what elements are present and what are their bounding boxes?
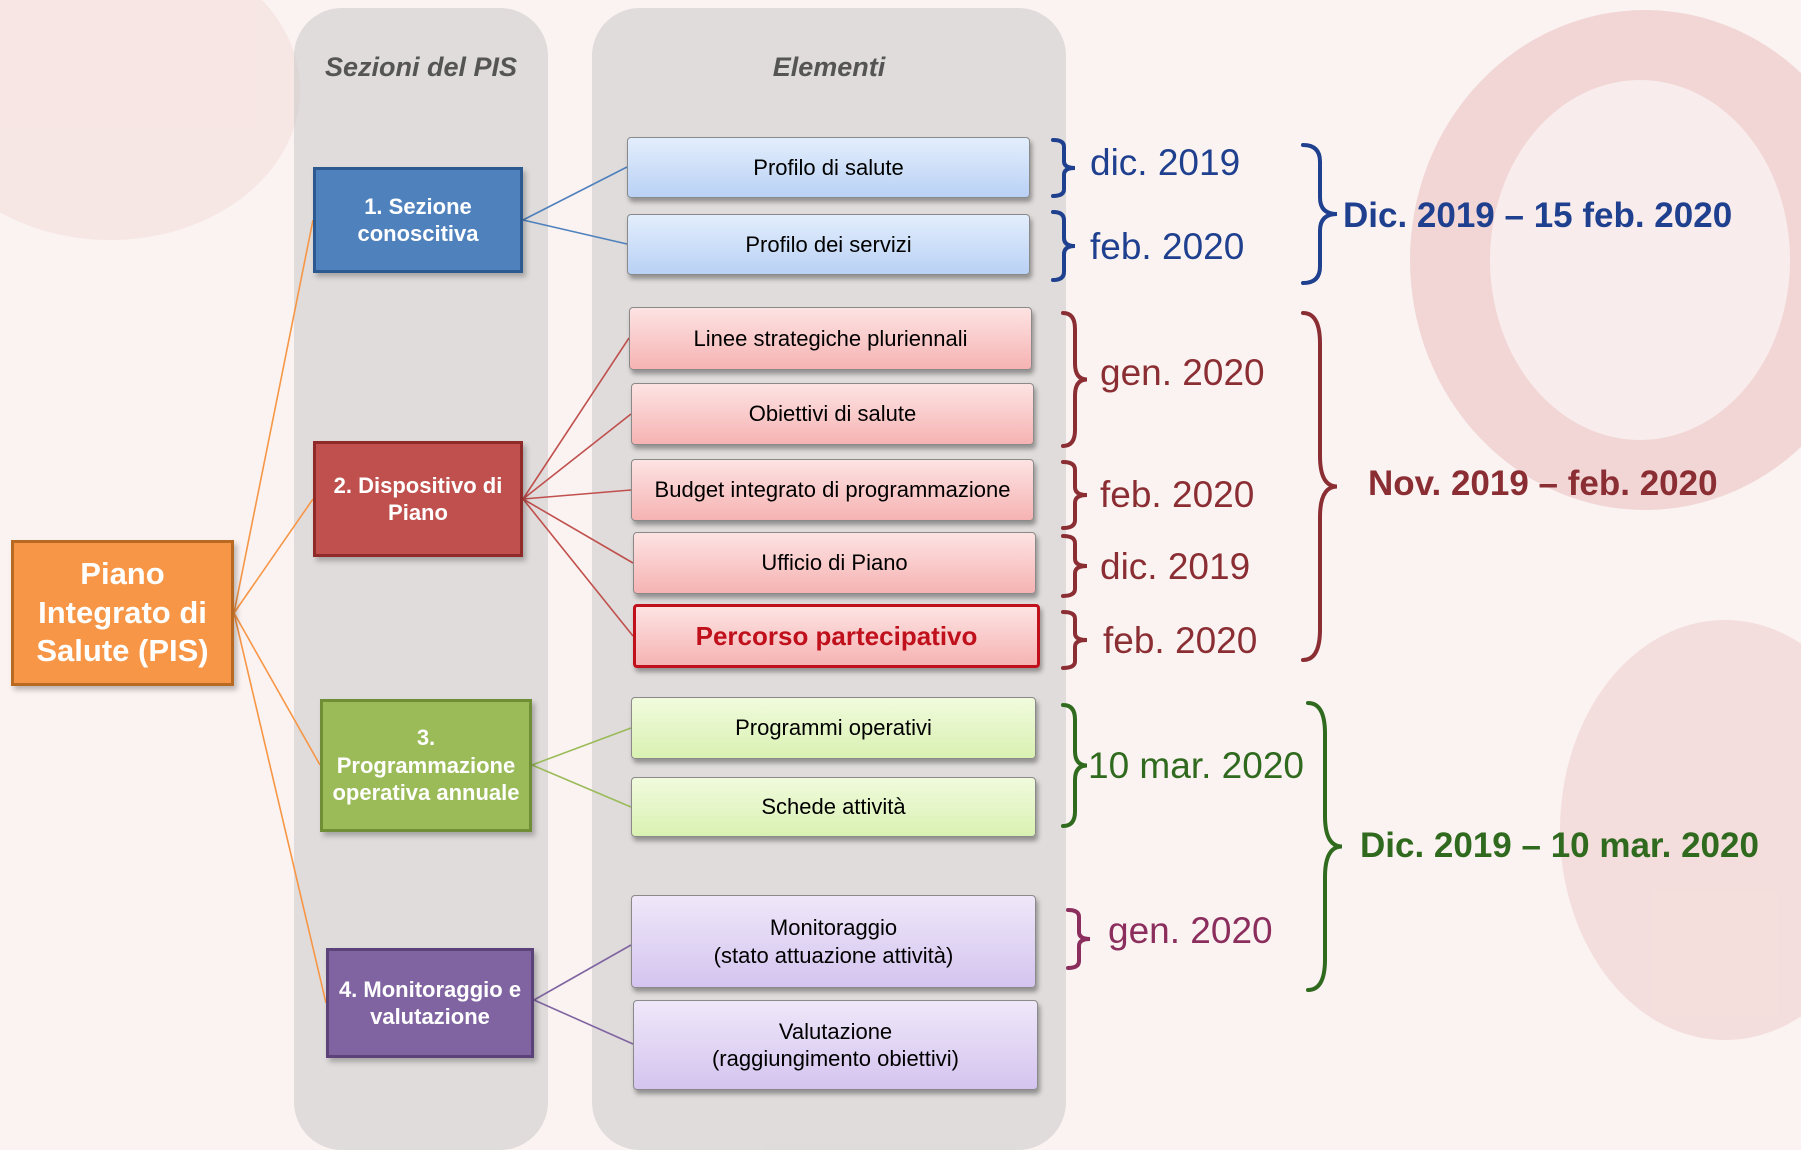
label-line: Profilo di salute	[753, 154, 904, 180]
label-line: Programmi operativi	[735, 715, 932, 741]
brace-icon	[1061, 703, 1088, 828]
period-label-dispositivo: Nov. 2019 – feb. 2020	[1368, 464, 1718, 503]
background-watermark	[1490, 80, 1790, 440]
section-to-element-connector	[531, 727, 632, 766]
label-line: 2. Dispositivo di	[333, 472, 503, 498]
label-line: Profilo dei servizi	[745, 231, 912, 257]
label-line: Linee strategiche pluriennali	[693, 325, 968, 351]
element-ufficio-piano: Ufficio di Piano	[633, 532, 1036, 594]
label-line: Programmazione	[336, 752, 516, 778]
element-percorso-partecipativo: Percorso partecipativo	[633, 604, 1040, 668]
section-to-element-connector	[522, 219, 628, 245]
date-label: feb. 2020	[1100, 474, 1255, 515]
brace-icon	[1061, 610, 1088, 670]
label-text: Percorso partecipativo	[696, 620, 978, 653]
date-label: gen. 2020	[1108, 910, 1273, 951]
brace-icon	[1051, 138, 1076, 198]
label-text: Budget integrato di programmazione	[655, 476, 1011, 504]
section-to-element-connector	[522, 413, 632, 500]
elements-column-header: Elementi	[772, 52, 886, 82]
section-to-element-connector	[533, 999, 634, 1045]
label-line: Piano	[80, 555, 165, 591]
root-to-section-connector	[233, 498, 314, 614]
date-label: feb. 2020	[1090, 226, 1245, 267]
section-to-element-connector	[531, 764, 632, 808]
section-to-element-connector	[522, 498, 634, 637]
date-label: feb. 2020	[1103, 620, 1258, 661]
element-programmi-operativi: Programmi operativi	[631, 697, 1036, 759]
brace-icon	[1061, 534, 1088, 598]
section-to-element-connector	[522, 166, 628, 221]
root-to-section-connector	[233, 612, 321, 766]
label-line: Budget integrato di programmazione	[654, 477, 1011, 503]
large-brace-icon	[1301, 311, 1338, 662]
label-text: Profilo dei servizi	[745, 231, 911, 259]
section-to-element-connector	[533, 944, 632, 1001]
section-to-element-connector	[522, 337, 630, 500]
brace-icon	[1061, 311, 1088, 448]
date-label: 10 mar. 2020	[1088, 745, 1304, 786]
label-text: Ufficio di Piano	[761, 549, 907, 577]
label-line: Valutazione	[778, 1018, 893, 1044]
label-line: Integrato di	[38, 594, 207, 630]
brace-icon	[1051, 210, 1076, 282]
date-label: dic. 2019	[1100, 546, 1251, 587]
root-to-section-connector	[233, 612, 327, 1004]
element-linee-strategiche: Linee strategiche pluriennali	[629, 307, 1032, 370]
label-line: Monitoraggio	[769, 915, 898, 940]
label-text: Linee strategiche pluriennali	[694, 325, 968, 353]
large-brace-icon	[1301, 143, 1338, 285]
label-line: Ufficio di Piano	[761, 550, 908, 576]
label-line: Obiettivi di salute	[748, 401, 917, 427]
label-line: 1. Sezione	[364, 193, 472, 219]
label-text: Programmi operativi	[735, 714, 932, 742]
element-valutazione: Valutazione(raggiungimento obiettivi)	[633, 1000, 1038, 1090]
label-line: Piano	[388, 500, 448, 525]
element-obiettivi-salute: Obiettivi di salute	[631, 383, 1034, 445]
label-line: (stato attuazione attività)	[713, 942, 954, 968]
label-text: Profilo di salute	[753, 154, 903, 182]
label-line: Schede attività	[761, 794, 906, 820]
label-text: Obiettivi di salute	[749, 400, 917, 428]
date-label: gen. 2020	[1100, 352, 1265, 393]
label-line: (raggiungimento obiettivi)	[711, 1046, 960, 1071]
label-line: valutazione	[370, 1004, 490, 1029]
element-monitoraggio: Monitoraggio(stato attuazione attività)	[631, 895, 1036, 988]
brace-icon	[1061, 460, 1088, 530]
element-schede-attivita: Schede attività	[631, 777, 1036, 837]
label-text: Monitoraggio(stato attuazione attività)	[714, 914, 954, 969]
element-profilo-salute: Profilo di salute	[627, 137, 1030, 198]
period-label-conoscitiva: Dic. 2019 – 15 feb. 2020	[1343, 196, 1733, 235]
large-brace-icon	[1306, 701, 1343, 992]
label-line: operativa annuale	[332, 780, 520, 806]
element-profilo-servizi: Profilo dei servizi	[627, 214, 1030, 275]
label-line: Percorso partecipativo	[695, 620, 978, 651]
section-to-element-connector	[522, 489, 632, 500]
label-line: Salute (PIS)	[36, 633, 209, 669]
label-line: conoscitiva	[357, 221, 479, 246]
element-budget-integrato: Budget integrato di programmazione	[631, 459, 1034, 521]
label-text: Schede attività	[761, 793, 905, 821]
label-line: 4. Monitoraggio e	[338, 976, 522, 1002]
label-line: 3.	[416, 725, 436, 751]
sections-column-header: Sezioni del PIS	[324, 52, 518, 82]
date-label: dic. 2019	[1090, 142, 1241, 183]
section-to-element-connector	[522, 498, 634, 564]
brace-icon	[1066, 908, 1091, 970]
period-label-programmazione: Dic. 2019 – 10 mar. 2020	[1360, 826, 1759, 865]
label-text: Valutazione(raggiungimento obiettivi)	[712, 1018, 959, 1073]
root-to-section-connector	[233, 219, 314, 614]
